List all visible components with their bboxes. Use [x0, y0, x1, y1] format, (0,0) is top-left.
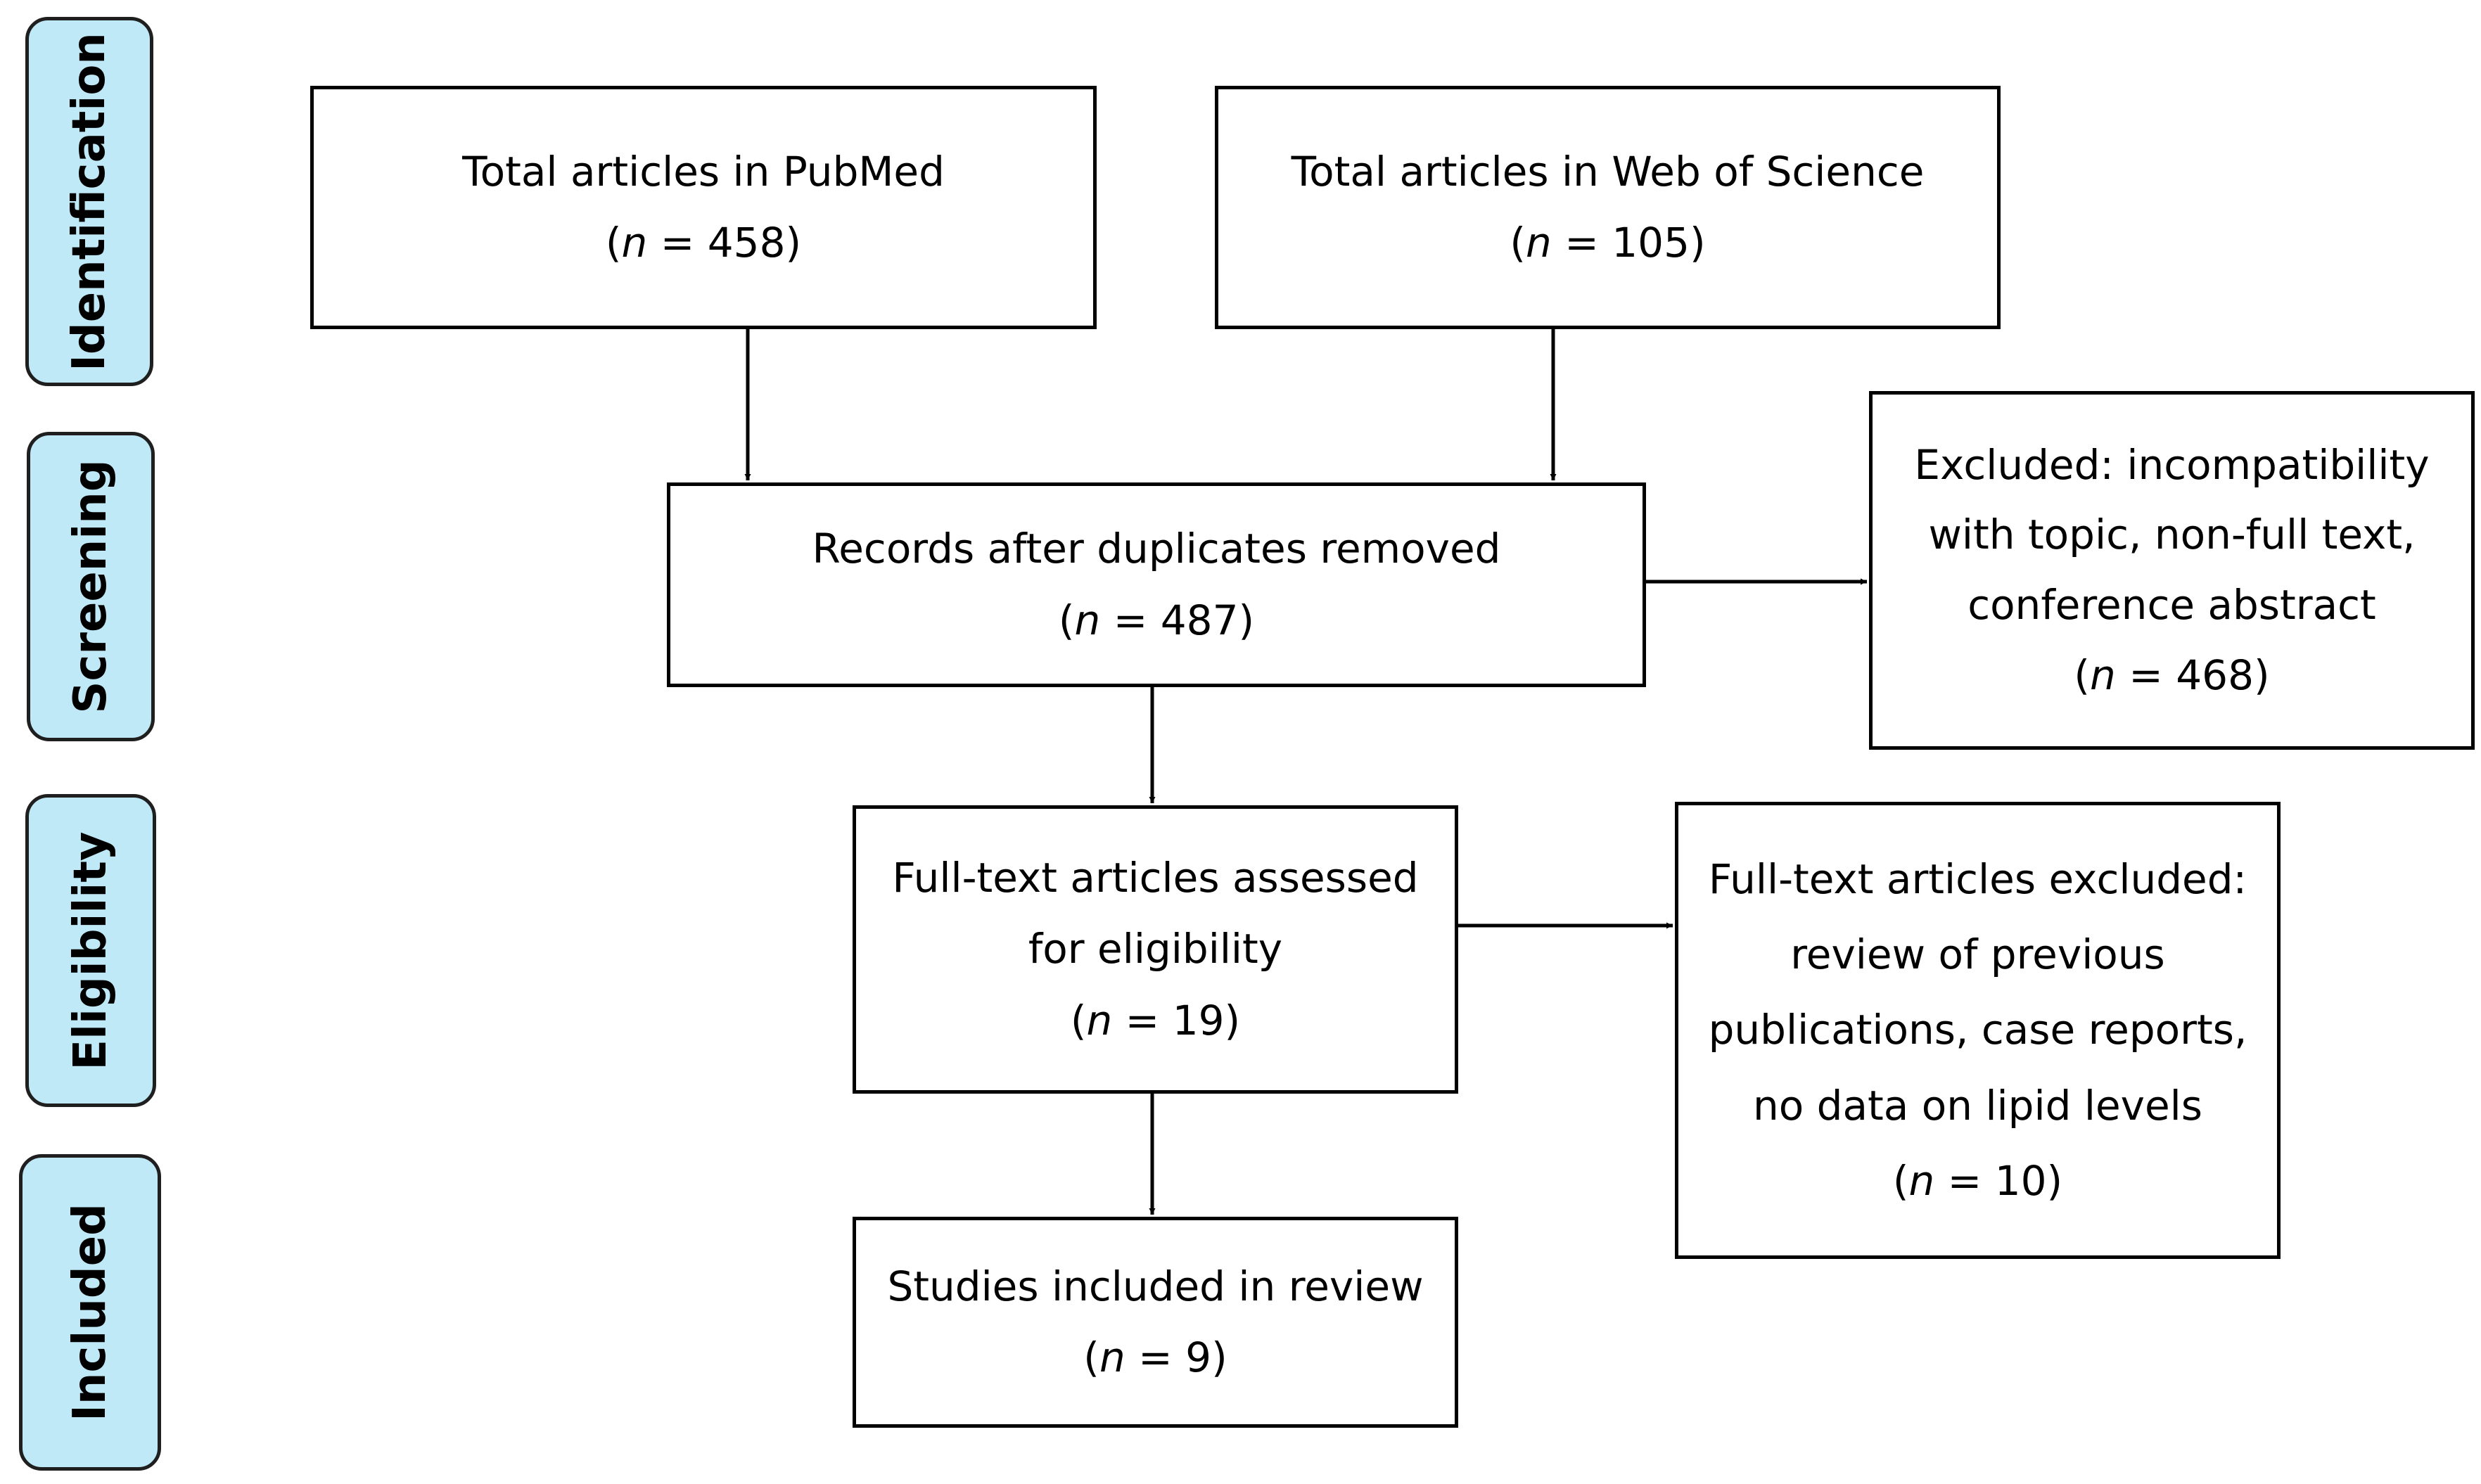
box-fulltext-assessed: Full-text articles assessed for eligibil…	[853, 805, 1458, 1094]
box-pubmed-line-1: Total articles in PubMed	[462, 147, 945, 196]
box-ft-excluded-line-1: Full-text articles excluded:	[1708, 855, 2247, 903]
box-pubmed: Total articles in PubMed (n = 458)	[310, 86, 1097, 329]
box-excluded: Excluded: incompatibility with topic, no…	[1869, 391, 2475, 750]
box-excluded-line-3: conference abstract	[1967, 581, 2376, 629]
box-records-line-1: Records after duplicates removed	[812, 525, 1501, 573]
box-included-count: (n = 9)	[1083, 1333, 1227, 1381]
box-included-line-1: Studies included in review	[887, 1262, 1424, 1310]
box-fulltext-line-1: Full-text articles assessed	[892, 853, 1419, 902]
box-records-after-duplicates: Records after duplicates removed (n = 48…	[667, 482, 1646, 687]
box-web-of-science: Total articles in Web of Science (n = 10…	[1215, 86, 2001, 329]
box-fulltext-line-2: for eligibility	[1028, 925, 1283, 973]
box-wos-count: (n = 105)	[1510, 219, 1706, 267]
phase-eligibility: Eligibility	[25, 794, 156, 1107]
box-fulltext-excluded: Full-text articles excluded: review of p…	[1675, 802, 2281, 1259]
box-ft-excluded-line-2: review of previous	[1790, 930, 2165, 979]
box-excluded-line-1: Excluded: incompatibility	[1914, 440, 2430, 489]
phase-identification: Identification	[25, 17, 153, 386]
box-excluded-count: (n = 468)	[2074, 651, 2270, 699]
box-ft-excluded-line-4: no data on lipid levels	[1753, 1081, 2202, 1130]
phase-included: Included	[19, 1154, 161, 1471]
box-excluded-line-2: with topic, non-full text,	[1928, 511, 2416, 559]
box-fulltext-count: (n = 19)	[1070, 996, 1241, 1044]
box-wos-line-1: Total articles in Web of Science	[1291, 147, 1925, 196]
box-records-count: (n = 487)	[1058, 596, 1255, 644]
phase-screening: Screening	[27, 432, 155, 741]
box-ft-excluded-line-3: publications, case reports,	[1708, 1006, 2247, 1054]
box-pubmed-count: (n = 458)	[605, 219, 802, 267]
box-ft-excluded-count: (n = 10)	[1892, 1156, 2063, 1205]
box-studies-included: Studies included in review (n = 9)	[853, 1217, 1458, 1428]
